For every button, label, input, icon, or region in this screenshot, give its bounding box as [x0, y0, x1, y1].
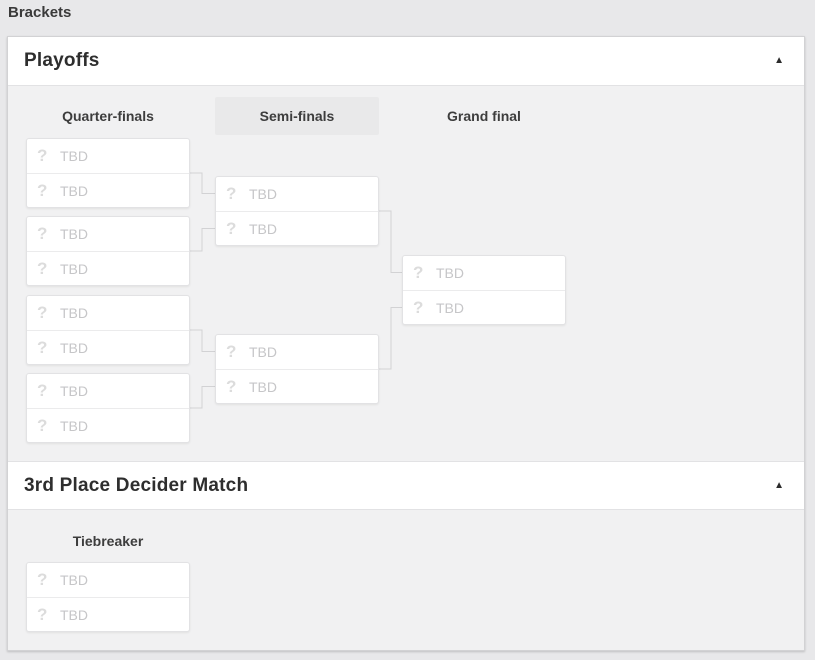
unknown-participant-icon: ?: [37, 258, 48, 278]
page-title: Brackets: [8, 4, 72, 21]
participant-name: TBD: [60, 226, 88, 242]
participant-name: TBD: [60, 383, 88, 399]
participant-slot: ? TBD: [216, 335, 378, 369]
playoffs-bracket: Quarter-finals Semi-finals Grand final ?…: [8, 86, 804, 461]
participant-slot: ? TBD: [27, 173, 189, 207]
participant-slot: ? TBD: [27, 374, 189, 408]
brackets-panel: Playoffs ▲ Quarter-finals Semi-finals Gr…: [7, 36, 805, 651]
participant-name: TBD: [249, 344, 277, 360]
round-header-tiebreaker: Tiebreaker: [72, 533, 144, 549]
unknown-participant-icon: ?: [226, 184, 237, 203]
match-semi-final-1[interactable]: ? TBD ? TBD: [215, 176, 379, 246]
participant-name: TBD: [249, 186, 277, 202]
unknown-participant-icon: ?: [37, 224, 48, 243]
unknown-participant-icon: ?: [37, 180, 48, 200]
playoffs-section-header[interactable]: Playoffs ▲: [8, 37, 804, 86]
participant-slot: ? TBD: [27, 408, 189, 442]
unknown-participant-icon: ?: [226, 342, 237, 361]
third-place-title: 3rd Place Decider Match: [24, 474, 249, 496]
unknown-participant-icon: ?: [37, 570, 48, 589]
participant-slot: ? TBD: [27, 330, 189, 364]
playoffs-title: Playoffs: [24, 50, 100, 71]
participant-slot: ? TBD: [27, 139, 189, 173]
unknown-participant-icon: ?: [226, 218, 237, 238]
participant-slot: ? TBD: [27, 597, 189, 631]
match-quarter-final-3[interactable]: ? TBD ? TBD: [26, 295, 190, 365]
participant-slot: ? TBD: [27, 217, 189, 251]
third-place-section-header[interactable]: 3rd Place Decider Match ▲: [8, 461, 804, 510]
third-place-bracket: Tiebreaker ? TBD ? TBD: [8, 510, 804, 650]
participant-name: TBD: [60, 305, 88, 321]
match-quarter-final-2[interactable]: ? TBD ? TBD: [26, 216, 190, 286]
participant-slot: ? TBD: [216, 177, 378, 211]
participant-name: TBD: [60, 260, 88, 277]
unknown-participant-icon: ?: [37, 415, 48, 435]
round-header-semi-finals: Semi-finals: [215, 97, 379, 135]
participant-name: TBD: [436, 265, 464, 281]
unknown-participant-icon: ?: [413, 263, 424, 282]
participant-slot: ? TBD: [403, 290, 565, 324]
unknown-participant-icon: ?: [226, 376, 237, 396]
participant-slot: ? TBD: [27, 563, 189, 597]
bracket-connector-lines: [190, 172, 402, 409]
participant-slot: ? TBD: [216, 369, 378, 403]
participant-name: TBD: [60, 606, 88, 623]
participant-name: TBD: [60, 148, 88, 164]
participant-slot: ? TBD: [216, 211, 378, 245]
participant-slot: ? TBD: [403, 256, 565, 290]
round-header-grand-final: Grand final: [447, 108, 521, 124]
match-quarter-final-4[interactable]: ? TBD ? TBD: [26, 373, 190, 443]
participant-name: TBD: [60, 339, 88, 356]
match-semi-final-2[interactable]: ? TBD ? TBD: [215, 334, 379, 404]
unknown-participant-icon: ?: [37, 303, 48, 322]
collapse-caret-icon[interactable]: ▲: [774, 55, 784, 66]
unknown-participant-icon: ?: [37, 146, 48, 165]
participant-name: TBD: [436, 299, 464, 316]
participant-name: TBD: [60, 417, 88, 434]
match-tiebreaker[interactable]: ? TBD ? TBD: [26, 562, 190, 632]
participant-name: TBD: [60, 572, 88, 588]
participant-name: TBD: [249, 220, 277, 237]
participant-name: TBD: [60, 182, 88, 199]
round-header-quarter-finals: Quarter-finals: [62, 108, 154, 124]
unknown-participant-icon: ?: [37, 604, 48, 624]
participant-slot: ? TBD: [27, 251, 189, 285]
unknown-participant-icon: ?: [37, 337, 48, 357]
participant-slot: ? TBD: [27, 296, 189, 330]
match-quarter-final-1[interactable]: ? TBD ? TBD: [26, 138, 190, 208]
unknown-participant-icon: ?: [413, 297, 424, 317]
collapse-caret-icon[interactable]: ▲: [774, 479, 784, 491]
match-grand-final[interactable]: ? TBD ? TBD: [402, 255, 566, 325]
participant-name: TBD: [249, 378, 277, 395]
unknown-participant-icon: ?: [37, 381, 48, 400]
